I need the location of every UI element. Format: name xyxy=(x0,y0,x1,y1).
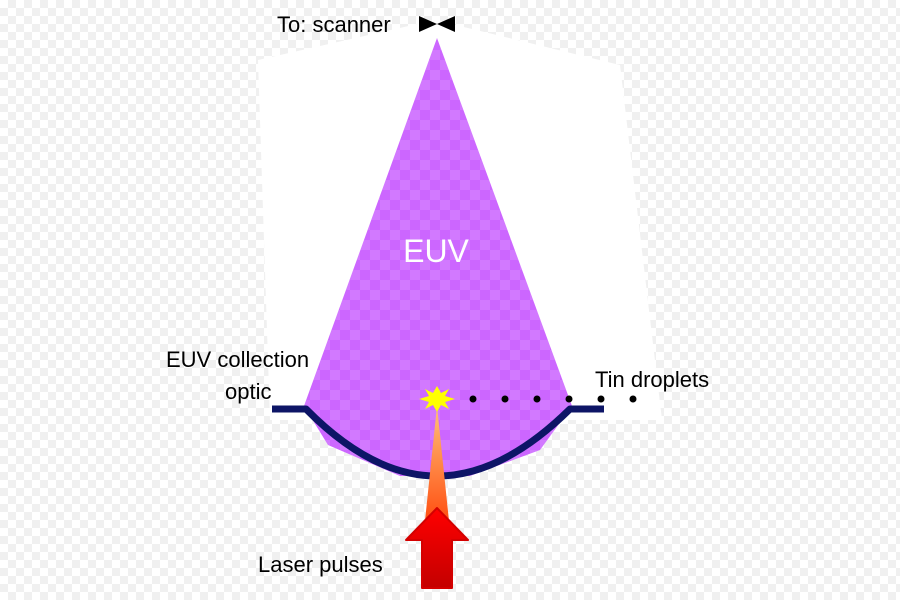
euv-label: EUV xyxy=(403,233,469,269)
tin-droplet xyxy=(597,395,605,403)
bowtie-icon xyxy=(419,16,455,32)
to-scanner-label: To: scanner xyxy=(277,12,391,37)
tin-droplet xyxy=(565,395,573,403)
tin-droplets xyxy=(469,395,637,403)
laser-beam xyxy=(423,406,451,540)
tin-droplet xyxy=(469,395,477,403)
plasma-flash xyxy=(419,386,455,412)
collection-optic-label-line1: EUV collection xyxy=(166,347,309,372)
laser-arrow xyxy=(405,507,469,589)
euv-beam-texture xyxy=(304,38,572,476)
collection-optic-label-line2: optic xyxy=(225,379,271,404)
tin-droplet xyxy=(533,395,541,403)
tin-droplet xyxy=(501,395,509,403)
laser-pulses-label: Laser pulses xyxy=(258,552,383,577)
tin-droplet xyxy=(629,395,637,403)
tin-droplets-label: Tin droplets xyxy=(595,367,709,392)
